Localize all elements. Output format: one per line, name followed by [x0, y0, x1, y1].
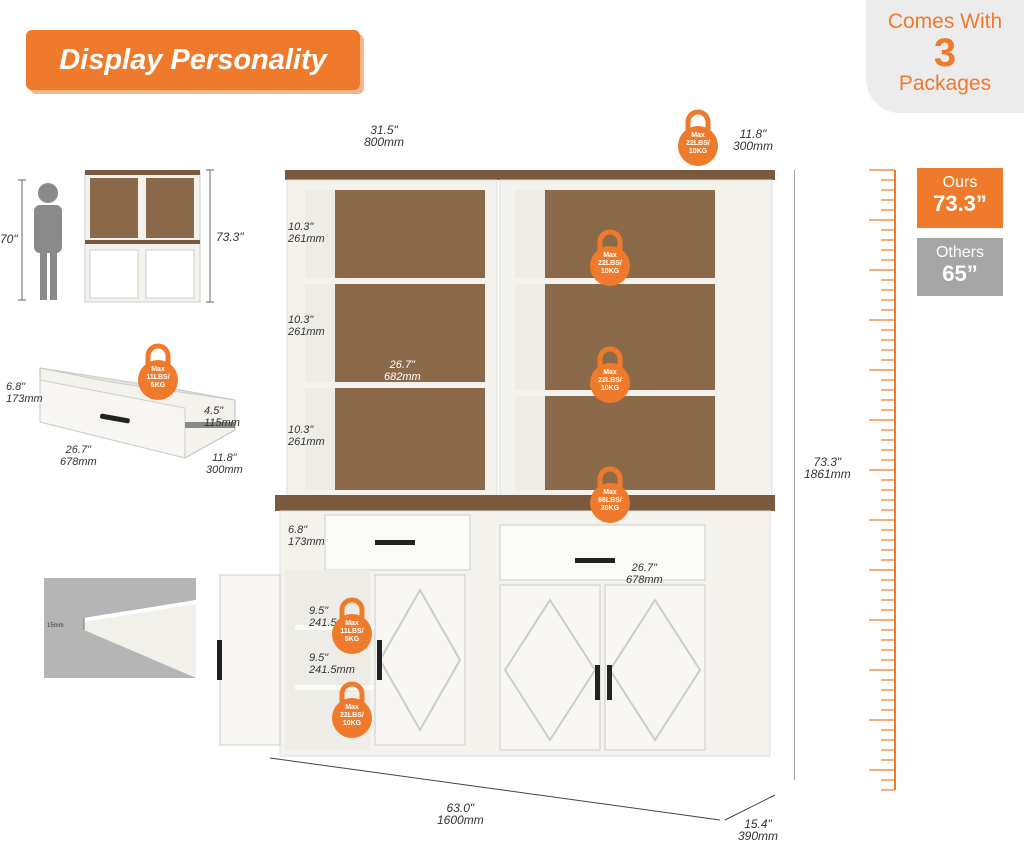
overall-width-dim: 63.0"1600mm — [437, 801, 484, 827]
overall-depth-dim: 15.4"390mm — [738, 817, 779, 843]
shelf3-dim: 10.3"261mm — [288, 424, 325, 448]
drawer-illustration — [39, 367, 236, 459]
cabinet-shelf2-dim: 9.5"241.5mm — [309, 652, 355, 676]
shelf2-dim: 10.3"261mm — [288, 314, 325, 338]
others-value: 65” — [942, 261, 978, 286]
shelf1-dim: 10.3"261mm — [288, 221, 325, 245]
drawer-height: 6.8"173mm — [6, 381, 43, 405]
drawer-depth: 11.8"300mm — [206, 452, 243, 476]
base-drawer-width-dim: 26.7"678mm — [626, 562, 663, 586]
person-height-label: 70" — [0, 232, 18, 246]
board-thickness-detail: 15mm — [44, 578, 196, 678]
packages-badge: Comes With 3 Packages — [866, 0, 1024, 113]
board-thickness-label: 15mm — [47, 623, 64, 629]
ours-label: Ours — [942, 174, 978, 191]
drawer-slide: 4.5"115mm — [204, 405, 240, 429]
height-ruler — [869, 169, 896, 791]
base-drawer-height-dim: 6.8"173mm — [288, 524, 325, 548]
packages-count: 3 — [933, 31, 957, 75]
top-width-dim: 31.5"800mm — [364, 123, 405, 149]
packages-line1: Comes With — [887, 10, 1003, 33]
thumb-cabinet-height-label: 73.3" — [216, 230, 244, 244]
others-label: Others — [935, 244, 984, 261]
shelf-width-dim: 26.7"682mm — [384, 359, 421, 383]
overall-height-dim: 73.3"1861mm — [804, 455, 851, 481]
display-personality-banner: Display Personality — [26, 30, 360, 90]
top-depth-dim: 11.8"300mm — [733, 127, 774, 153]
drawer-width: 26.7"678mm — [60, 444, 97, 468]
packages-line3: Packages — [898, 72, 992, 95]
person-comparison-figure — [18, 169, 214, 303]
ours-value: 73.3” — [933, 191, 987, 216]
ours-height-badge: Ours 73.3” — [917, 168, 1003, 228]
hutch-cabinet-illustration — [217, 170, 795, 821]
others-height-badge: Others 65” — [917, 238, 1003, 296]
